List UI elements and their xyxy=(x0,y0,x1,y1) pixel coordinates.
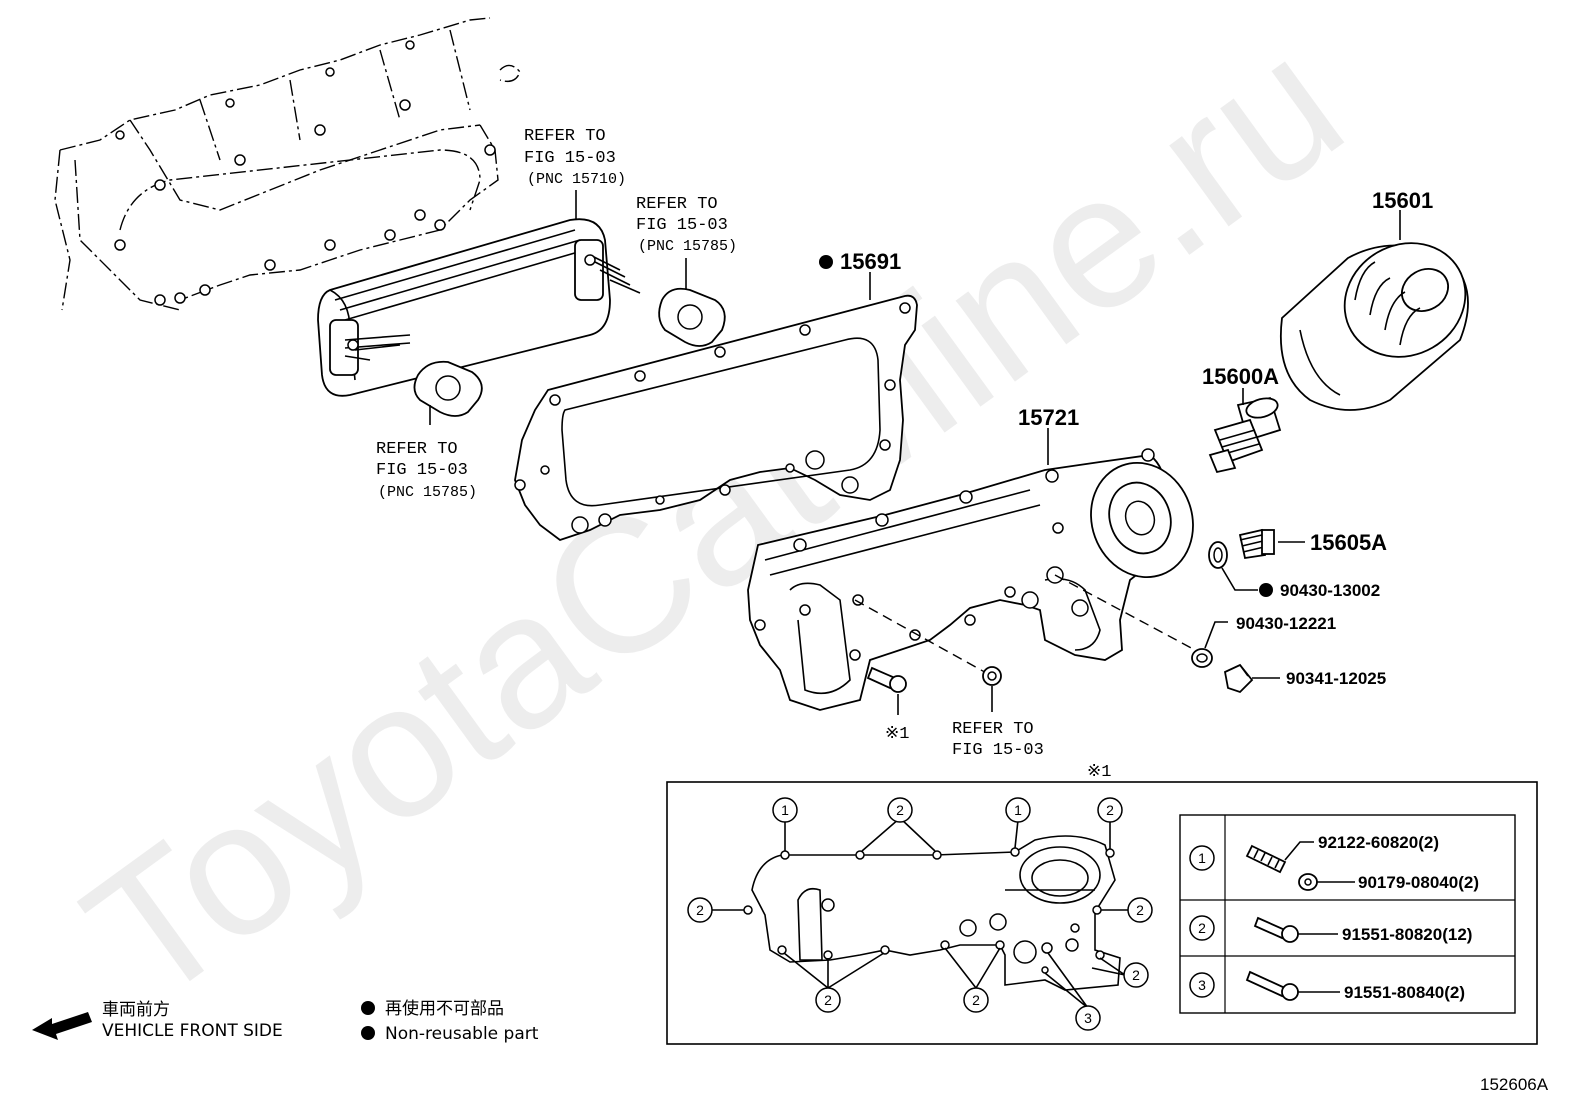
engine-block-outline xyxy=(54,17,521,311)
bolt-mark-1 xyxy=(866,666,907,693)
svg-text:FIG 15-03: FIG 15-03 xyxy=(376,461,468,480)
svg-text:1: 1 xyxy=(781,802,789,818)
alignment-line xyxy=(1054,574,1196,651)
non-reusable-legend: 再使用不可部品 Non-reusable part xyxy=(361,998,539,1044)
vehicle-front-legend: 車両前方 VEHICLE FRONT SIDE xyxy=(32,1000,283,1041)
refer-label-3: REFER TO FIG 15-03 (PNC 15785) xyxy=(376,440,477,501)
oil-cooler xyxy=(317,218,641,397)
leader-lines xyxy=(429,190,1401,715)
plug-90341-12025 xyxy=(1223,663,1254,694)
svg-text:1: 1 xyxy=(1014,802,1022,818)
svg-text:車両前方: 車両前方 xyxy=(102,1000,170,1020)
part-label-90430-13002: 90430-13002 xyxy=(1280,581,1380,600)
svg-text:2: 2 xyxy=(696,902,704,918)
svg-text:REFER TO: REFER TO xyxy=(952,720,1034,739)
detail-title: ※1 xyxy=(1087,763,1111,782)
part-label-90430-12221: 90430-12221 xyxy=(1236,614,1336,633)
part-label-15600A: 15600A xyxy=(1202,364,1279,389)
svg-text:2: 2 xyxy=(1198,920,1206,936)
svg-text:Non-reusable part: Non-reusable part xyxy=(385,1024,539,1044)
part-label-15605A: 15605A xyxy=(1310,530,1387,555)
detail-leaders xyxy=(712,817,1128,1009)
svg-text:FIG 15-03: FIG 15-03 xyxy=(524,149,616,168)
table-part-90179: 90179-08040(2) xyxy=(1358,873,1479,892)
refer-label-1: REFER TO FIG 15-03 (PNC 15710) xyxy=(524,127,626,188)
svg-text:REFER TO: REFER TO xyxy=(636,195,718,214)
oil-filter xyxy=(1279,242,1469,411)
part-label-15691: 15691 xyxy=(840,249,901,274)
cooler-housing-gasket xyxy=(514,294,918,542)
oil-cooler-housing xyxy=(747,454,1194,711)
bolt-refer-fig xyxy=(982,666,1002,686)
alignment-line xyxy=(854,599,991,676)
svg-text:1: 1 xyxy=(1198,850,1206,866)
svg-text:2: 2 xyxy=(1106,802,1114,818)
front-arrow-icon xyxy=(32,1012,92,1040)
oil-pressure-switch xyxy=(1208,396,1282,474)
non-reusable-dot-90430-13002 xyxy=(1259,583,1273,597)
svg-text:3: 3 xyxy=(1198,977,1206,993)
engine-block-bolt-holes xyxy=(114,40,496,306)
note-mark-label: ※1 xyxy=(885,725,909,744)
svg-text:(PNC 15785): (PNC 15785) xyxy=(378,484,477,501)
detail-callouts: 1 2 1 2 2 2 2 2 2 3 xyxy=(687,797,1153,1031)
detail-parts-table: 1 2 3 92122-60820(2) 90179-08040(2) 9155… xyxy=(1179,814,1516,1014)
refer-label-2: REFER TO FIG 15-03 (PNC 15785) xyxy=(636,195,737,255)
svg-text:(PNC 15710): (PNC 15710) xyxy=(527,171,626,188)
gasket-bolt-holes xyxy=(514,302,911,534)
part-label-90341-12025: 90341-12025 xyxy=(1286,669,1386,688)
svg-text:FIG 15-03: FIG 15-03 xyxy=(636,216,728,235)
svg-text:2: 2 xyxy=(824,992,832,1008)
table-part-91551-80840: 91551-80840(2) xyxy=(1344,983,1465,1002)
svg-text:再使用不可部品: 再使用不可部品 xyxy=(385,998,504,1019)
svg-text:2: 2 xyxy=(896,802,904,818)
figure-code: 152606A xyxy=(1480,1075,1549,1094)
svg-text:FIG 15-03: FIG 15-03 xyxy=(952,741,1044,760)
non-reusable-dot-icon xyxy=(361,1001,375,1015)
table-part-91551-80820: 91551-80820(12) xyxy=(1342,925,1472,944)
bolt-15605A xyxy=(1238,528,1275,560)
detail-bolt-holes xyxy=(743,847,1115,974)
part-label-15721: 15721 xyxy=(1018,405,1079,430)
detail-housing-outline xyxy=(751,835,1121,991)
detail-box xyxy=(666,781,1538,1045)
svg-text:REFER TO: REFER TO xyxy=(524,127,606,146)
refer-label-4: REFER TO FIG 15-03 xyxy=(952,720,1044,760)
svg-text:3: 3 xyxy=(1084,1010,1092,1026)
svg-text:VEHICLE FRONT SIDE: VEHICLE FRONT SIDE xyxy=(102,1021,283,1041)
gasket-90430-13002 xyxy=(1208,541,1228,569)
cooler-gasket-lower xyxy=(413,360,483,417)
gasket-90430-12221 xyxy=(1191,648,1213,668)
table-part-92122: 92122-60820(2) xyxy=(1318,833,1439,852)
svg-text:REFER TO: REFER TO xyxy=(376,440,458,459)
non-reusable-dot-icon xyxy=(361,1026,375,1040)
svg-text:2: 2 xyxy=(1136,902,1144,918)
cooler-gasket-upper xyxy=(658,287,726,347)
svg-text:2: 2 xyxy=(972,992,980,1008)
svg-text:(PNC 15785): (PNC 15785) xyxy=(638,238,737,255)
part-label-15601: 15601 xyxy=(1372,188,1433,213)
non-reusable-dot-15691 xyxy=(819,255,833,269)
svg-text:2: 2 xyxy=(1132,967,1140,983)
